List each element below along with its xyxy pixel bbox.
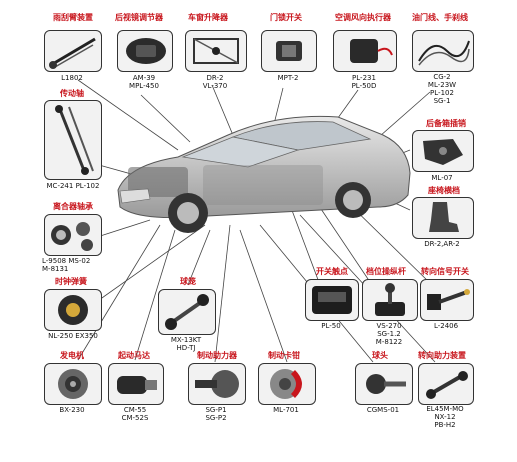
mirror-adjuster-image (117, 30, 173, 72)
part-title: 开关触点 (316, 267, 348, 276)
part-codes: ML-07 (431, 174, 453, 182)
power-steering-image (418, 363, 474, 405)
ac-actuator-image (333, 30, 397, 72)
part-title: 传动轴 (60, 89, 84, 98)
part-title: 雨刮臂装置 (53, 13, 93, 22)
part-title: 起动马达 (118, 351, 150, 360)
part-title: 空调风向执行器 (335, 13, 391, 22)
cv-joint-image (158, 289, 216, 335)
starter-motor-image (108, 363, 164, 405)
turn-signal-switch-image (420, 279, 474, 321)
part-title: 制动卡钳 (268, 351, 300, 360)
part-title: 制动助力器 (197, 351, 237, 360)
switch-contact-image (305, 279, 359, 321)
gear-shifter-image (362, 279, 418, 321)
part-codes: ML-701 (273, 406, 299, 414)
part-codes: PL-50 (321, 322, 341, 330)
brake-booster-image (188, 363, 246, 405)
part-title: 球笼 (180, 277, 196, 286)
part-codes: CGMS-01 (366, 406, 400, 414)
part-title: 后视镜调节器 (115, 13, 163, 22)
part-codes: MC-241 PL-102 (46, 182, 100, 190)
part-title: 座椅横档 (428, 186, 460, 195)
ball-joint-image (355, 363, 413, 405)
trunk-latch-image (412, 130, 474, 172)
part-title: 档位操纵杆 (366, 267, 406, 276)
part-codes: BX-230 (59, 406, 85, 414)
part-title: 车窗升降器 (188, 13, 228, 22)
part-title: 转向助力装置 (418, 351, 466, 360)
clock-spring-image (44, 289, 102, 331)
part-title: 时钟弹簧 (55, 277, 87, 286)
alternator-image (44, 363, 102, 405)
drive-shaft-image (44, 100, 102, 180)
part-codes: L1802 (61, 74, 83, 82)
part-title: 后备箱插销 (426, 119, 466, 128)
part-title: 油门线、手刹线 (412, 13, 468, 22)
part-title: 发电机 (60, 351, 84, 360)
window-regulator-image (185, 30, 247, 72)
part-codes: NL-250 EX350 (48, 332, 98, 340)
part-codes: MPT-2 (277, 74, 299, 82)
part-codes: DR-2,AR-2 (424, 240, 460, 248)
throttle-cable-image (412, 30, 474, 72)
door-lock-switch-image (261, 30, 317, 72)
seat-rail-image (412, 197, 474, 239)
wiper-arm-image (44, 30, 102, 72)
part-title: 门锁开关 (270, 13, 302, 22)
clutch-bearing-image (44, 214, 102, 256)
part-codes: L-2406 (433, 322, 459, 330)
part-title: 球头 (372, 351, 388, 360)
car-illustration (108, 95, 418, 245)
brake-caliper-image (258, 363, 316, 405)
part-title: 离合器轴承 (53, 202, 93, 211)
car-cutaway-image (117, 115, 411, 233)
part-title: 转向信号开关 (421, 267, 469, 276)
